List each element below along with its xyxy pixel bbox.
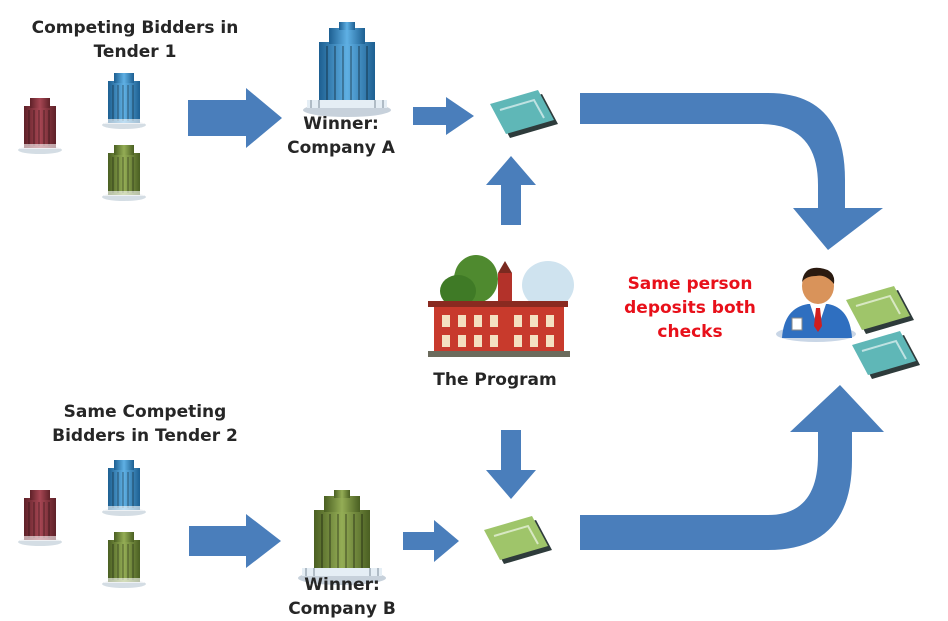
same-person-label: Same person deposits both checks bbox=[624, 274, 756, 342]
businessman-icon bbox=[776, 267, 856, 342]
check-icon bbox=[845, 285, 915, 335]
arrow-bidders2-to-winner-b bbox=[189, 514, 281, 568]
office-building-icon bbox=[17, 489, 63, 547]
government-building-icon bbox=[428, 255, 574, 357]
office-tower-icon bbox=[302, 21, 392, 118]
winner-b-label: Winner: Company B bbox=[288, 575, 396, 619]
arrow-winner-a-to-check bbox=[413, 97, 474, 135]
office-building-icon bbox=[101, 72, 147, 130]
office-building-icon bbox=[17, 97, 63, 155]
check-icon bbox=[483, 515, 553, 565]
tender2-heading: Same Competing Bidders in Tender 2 bbox=[52, 402, 238, 446]
office-building-icon bbox=[101, 531, 147, 589]
arrow-winner-b-to-check bbox=[403, 520, 459, 562]
tender1-heading: Competing Bidders in Tender 1 bbox=[31, 18, 239, 62]
check-icon bbox=[489, 89, 559, 139]
winner-a-label: Winner: Company A bbox=[287, 114, 395, 158]
office-tower-icon bbox=[297, 489, 387, 586]
program-label: The Program bbox=[433, 370, 557, 390]
office-building-icon bbox=[101, 459, 147, 517]
office-building-icon bbox=[101, 144, 147, 202]
arrow-program-down bbox=[486, 430, 536, 499]
curved-arrow-bottom bbox=[580, 385, 884, 550]
curved-arrow-top bbox=[580, 93, 883, 250]
arrow-program-up bbox=[486, 156, 536, 225]
arrow-bidders1-to-winner-a bbox=[188, 88, 282, 148]
flow-arrows bbox=[188, 88, 884, 568]
check-icon bbox=[851, 330, 921, 380]
